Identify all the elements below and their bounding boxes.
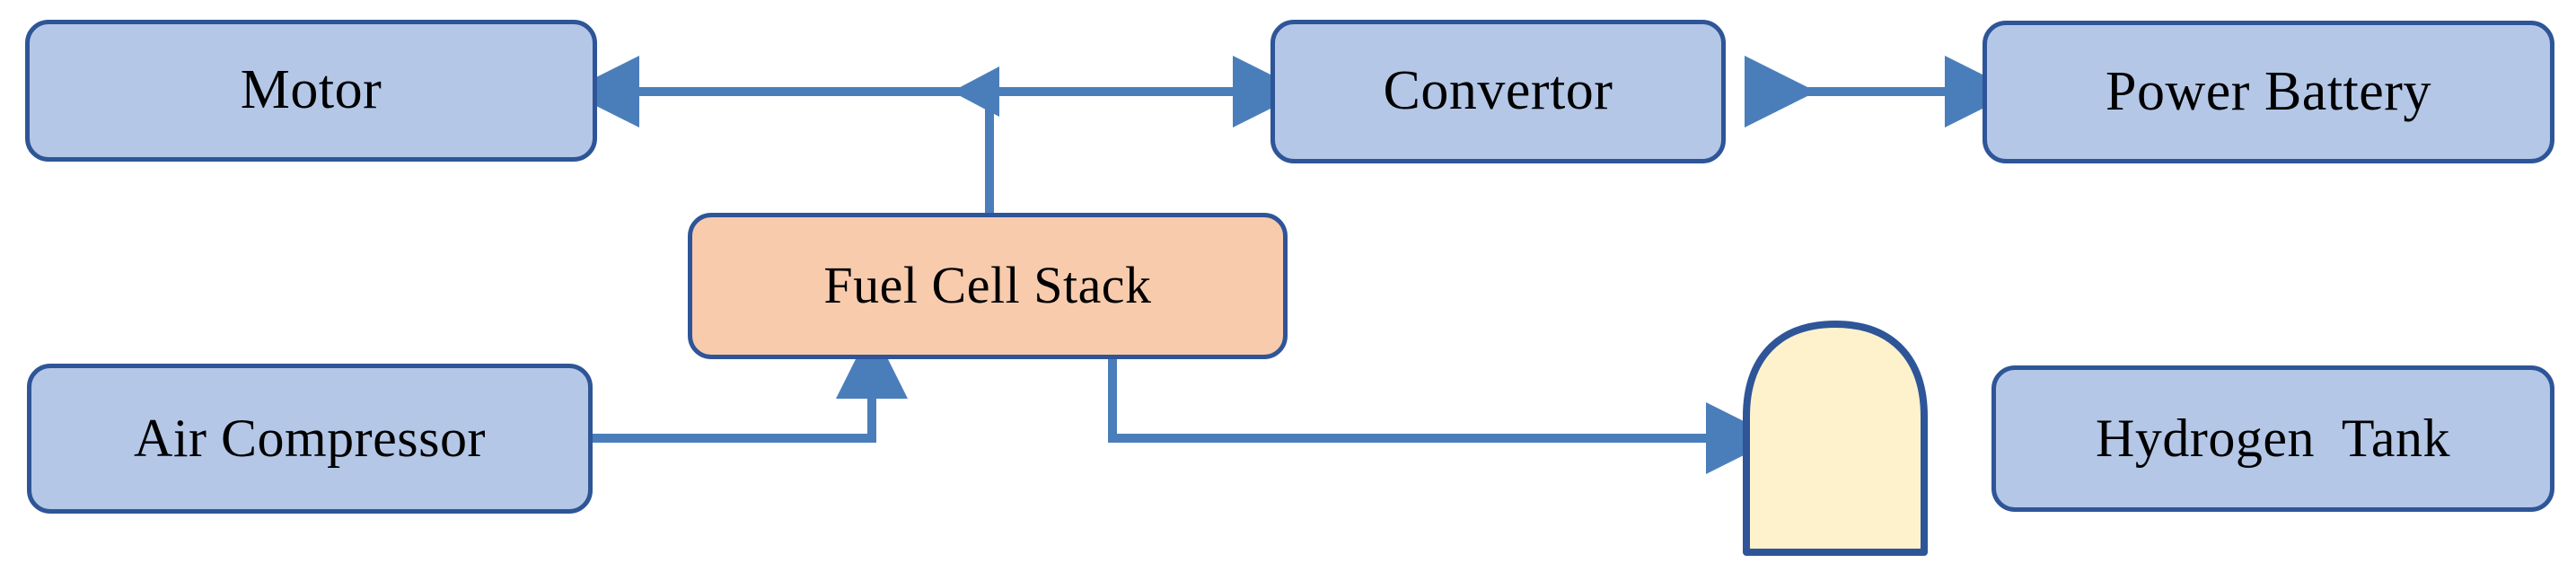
connector-air-compressor-to-fuel-cell — [593, 327, 908, 443]
node-air-compressor-label: Air Compressor — [134, 409, 486, 468]
node-hydrogen-tank-label: Hydrogen Tank — [2096, 409, 2450, 468]
node-convertor-label: Convertor — [1383, 60, 1613, 122]
node-power-battery[interactable]: Power Battery — [1983, 21, 2554, 163]
node-power-battery-label: Power Battery — [2106, 60, 2431, 122]
tank-vessel-outline — [1743, 321, 1928, 556]
node-motor[interactable]: Motor — [25, 20, 597, 162]
node-hydrogen-tank[interactable]: Hydrogen Tank — [1991, 365, 2554, 512]
connector-fuel-cell-to-hydrogen-tank — [1108, 359, 1778, 474]
junction-arrowhead-icon — [952, 66, 999, 117]
node-motor-label: Motor — [240, 59, 382, 121]
node-air-compressor[interactable]: Air Compressor — [27, 364, 593, 514]
node-convertor[interactable]: Convertor — [1270, 20, 1726, 163]
node-fuel-cell-stack-label: Fuel Cell Stack — [823, 256, 1152, 315]
node-fuel-cell-stack[interactable]: Fuel Cell Stack — [688, 213, 1288, 359]
hydrogen-tank-vessel — [1743, 321, 1928, 556]
